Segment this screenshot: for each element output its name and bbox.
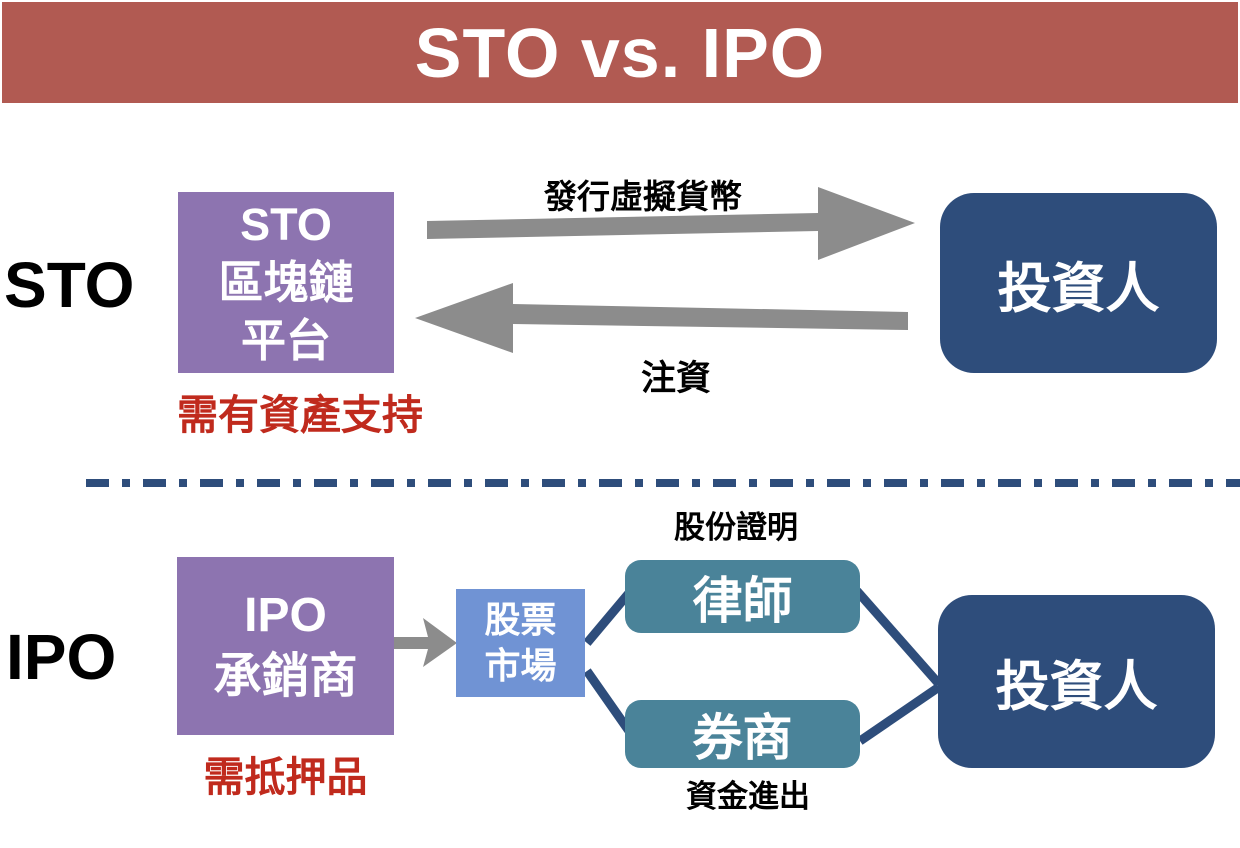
stock-market-line2: 市場 xyxy=(484,645,557,686)
stock-market-line1: 股票 xyxy=(484,599,557,640)
ipo-underwriter-line1: IPO xyxy=(244,589,327,642)
stock-market-box: 股票 市場 xyxy=(456,589,585,697)
broker-to-investor-line xyxy=(857,683,942,745)
share-certificate-label: 股份證明 xyxy=(674,510,798,545)
page-title: STO vs. IPO xyxy=(414,13,826,92)
market-to-broker-line xyxy=(583,668,633,734)
sto-platform-line1: STO xyxy=(240,198,332,250)
sto-investor-label: 投資人 xyxy=(997,258,1160,319)
lawyer-label: 律師 xyxy=(692,572,793,629)
issue-currency-arrow xyxy=(427,187,915,260)
sto-investor-box: 投資人 xyxy=(940,193,1217,373)
lawyer-to-investor-line xyxy=(853,588,943,687)
sto-platform-box: STO 區塊鏈 平台 xyxy=(178,192,394,373)
ipo-underwriter-line2: 承銷商 xyxy=(213,650,358,703)
sto-platform-line3: 平台 xyxy=(240,314,331,366)
sto-asset-caption: 需有資產支持 xyxy=(177,392,423,438)
ipo-underwriter-box: IPO 承銷商 xyxy=(177,557,394,735)
fund-injection-label: 注資 xyxy=(640,359,711,398)
broker-label: 券商 xyxy=(692,710,793,766)
underwriter-to-market-arrow xyxy=(394,618,457,667)
market-to-lawyer-line xyxy=(583,590,633,646)
sto-platform-line2: 區塊鏈 xyxy=(218,256,354,308)
lawyer-box: 律師 xyxy=(625,560,860,633)
ipo-row-label: IPO xyxy=(6,621,117,693)
ipo-investor-box: 投資人 xyxy=(938,595,1215,768)
sto-row-label: STO xyxy=(4,249,135,321)
broker-box: 券商 xyxy=(625,700,860,768)
funds-flow-label: 資金進出 xyxy=(686,779,810,814)
header-banner: STO vs. IPO xyxy=(2,2,1238,103)
ipo-collateral-caption: 需抵押品 xyxy=(203,754,368,800)
ipo-investor-label: 投資人 xyxy=(995,657,1158,717)
issue-currency-label: 發行虛擬貨幣 xyxy=(544,178,742,215)
fund-injection-arrow xyxy=(415,283,908,353)
